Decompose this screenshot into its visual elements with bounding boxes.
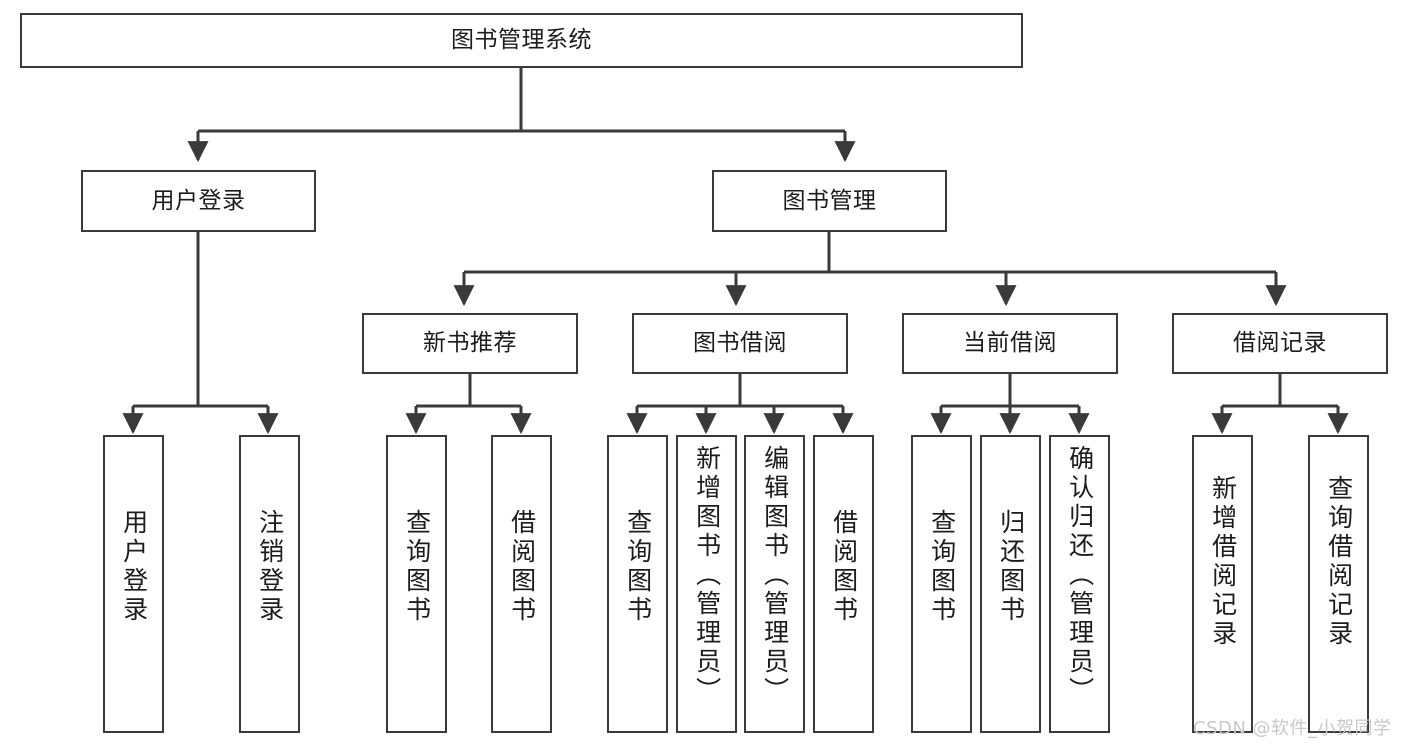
leaf-borrow-book-recommend[interactable]: 借阅图书 [491,435,552,733]
node-borrow-records[interactable]: 借阅记录 [1172,313,1388,374]
node-label: 图书管理系统 [451,27,592,54]
node-user-login[interactable]: 用户登录 [81,170,316,232]
leaf-return-book[interactable]: 归还图书 [980,435,1041,733]
node-label: 用户登录 [151,187,246,214]
leaf-query-borrow-record[interactable]: 查询借阅记录 [1308,435,1369,733]
node-label: 查询借阅记录 [1324,475,1354,649]
node-label: 用户登录 [119,509,149,625]
leaf-query-book-recommend[interactable]: 查询图书 [386,435,447,733]
node-label: 查询图书 [402,509,432,625]
leaf-edit-book-admin[interactable]: 编辑图书（管理员） [744,435,805,733]
leaf-add-book-admin[interactable]: 新增图书（管理员） [676,435,737,733]
node-new-book-recommend[interactable]: 新书推荐 [362,313,578,374]
node-label: 注销登录 [255,509,285,625]
node-label: 新书推荐 [423,330,517,357]
node-label: 归还图书 [996,509,1026,625]
leaf-user-login[interactable]: 用户登录 [103,435,164,733]
node-book-management[interactable]: 图书管理 [712,170,947,232]
node-label: 新增借阅记录 [1208,475,1238,649]
node-label: 编辑图书（管理员） [760,445,790,706]
leaf-query-book-current[interactable]: 查询图书 [911,435,972,733]
node-book-borrow[interactable]: 图书借阅 [632,313,848,374]
node-label: 借阅图书 [507,509,537,625]
node-label: 图书管理 [782,187,877,214]
node-label: 查询图书 [927,509,957,625]
node-label: 图书借阅 [693,330,787,357]
node-current-borrow[interactable]: 当前借阅 [902,313,1118,374]
leaf-confirm-return-admin[interactable]: 确认归还（管理员） [1049,435,1110,733]
node-label: 当前借阅 [963,330,1057,357]
node-label: 新增图书（管理员） [692,445,722,706]
csdn-watermark: CSDN @软件_小贺同学 [1193,718,1392,739]
node-label: 借阅图书 [829,509,859,625]
leaf-borrow-book[interactable]: 借阅图书 [813,435,874,733]
node-label: 借阅记录 [1233,330,1327,357]
node-label: 查询图书 [623,509,653,625]
leaf-query-book-borrow[interactable]: 查询图书 [607,435,668,733]
leaf-logout[interactable]: 注销登录 [239,435,300,733]
node-root-system[interactable]: 图书管理系统 [20,13,1023,68]
leaf-add-borrow-record[interactable]: 新增借阅记录 [1192,435,1253,733]
node-label: 确认归还（管理员） [1065,445,1095,706]
